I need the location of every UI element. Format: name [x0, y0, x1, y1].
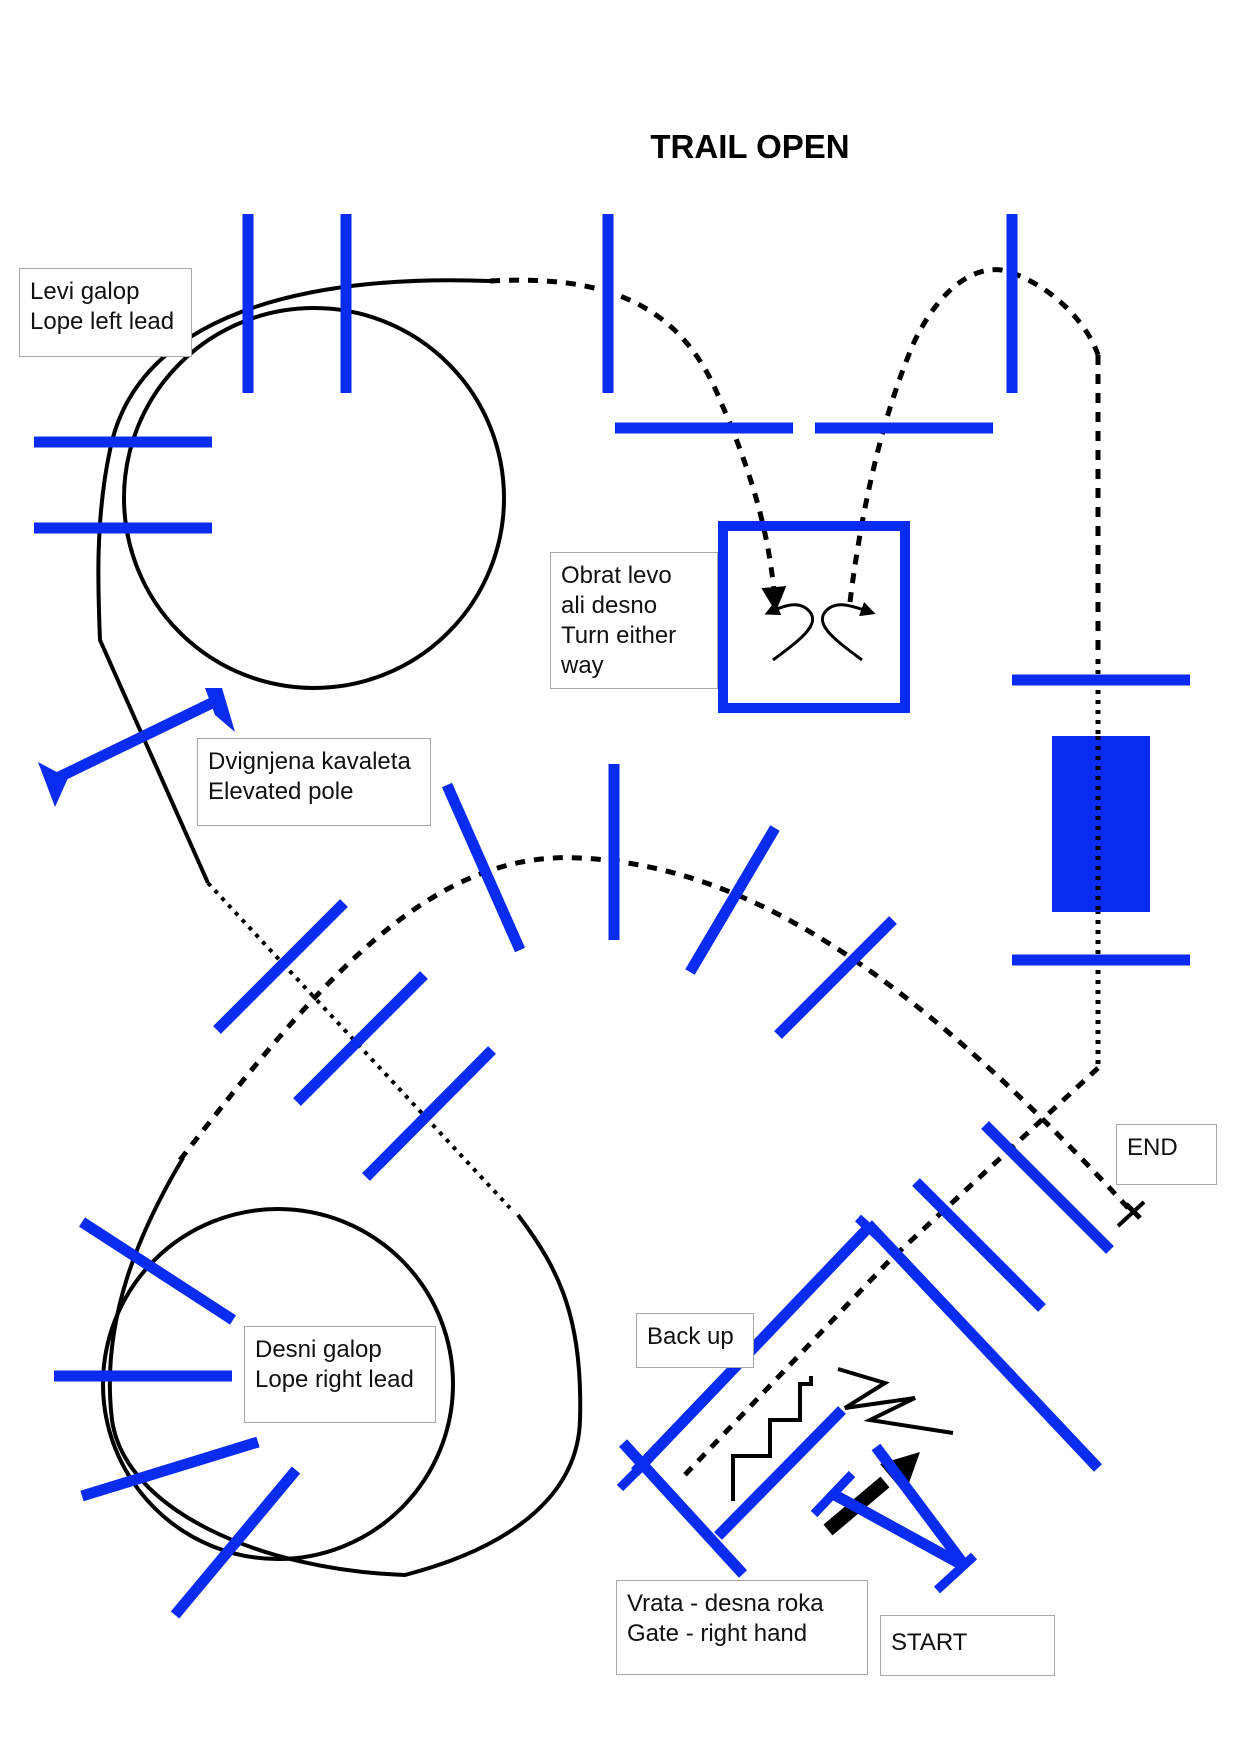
pole-diag-1	[213, 899, 348, 1034]
lope-right-outer-path	[107, 1156, 583, 1578]
bridge-obstacle	[1052, 736, 1150, 912]
turn-arrow-right	[821, 601, 876, 662]
jog-arc-path	[178, 855, 1132, 1212]
turn-arrow-left	[764, 601, 814, 662]
diagram-title: TRAIL OPEN	[650, 128, 850, 165]
start-v-left	[830, 1489, 969, 1572]
pole-arc-3	[685, 825, 780, 975]
obstacles	[34, 214, 1190, 1619]
elevated-pole-stand-right	[205, 688, 235, 732]
elevated-pole	[50, 695, 221, 785]
label-back-up-text: Back up	[647, 1323, 734, 1350]
pole-diag-3	[362, 1046, 496, 1181]
label-lope-right: Desni galop Lope right lead	[244, 1326, 436, 1423]
label-turn-line1: Obrat levo	[561, 562, 672, 589]
label-elevated-pole-line1: Dvignjena kavaleta	[208, 748, 411, 775]
turn-box-path-left	[489, 277, 787, 612]
label-start-text: START	[891, 1629, 968, 1656]
gate-pole	[714, 1406, 846, 1540]
start-v-right	[871, 1443, 967, 1566]
pole-arc-4	[774, 916, 897, 1039]
backup-zigzag-2	[837, 1367, 954, 1435]
riding-path	[96, 267, 1146, 1578]
label-lope-right-line1: Desni galop	[255, 1336, 382, 1363]
pole-fan-3	[80, 1436, 260, 1502]
label-lope-left-line1: Levi galop	[30, 278, 140, 305]
label-turn-line2: ali desno	[561, 592, 658, 619]
label-start: START	[880, 1615, 1055, 1676]
label-turn-line4: way	[561, 652, 604, 679]
pole-end-2	[912, 1178, 1046, 1312]
pole-end-1	[981, 1121, 1114, 1254]
label-turn-line3: Turn either	[561, 622, 677, 649]
label-elevated-pole: Dvignjena kavaleta Elevated pole	[197, 738, 431, 826]
label-back-up: Back up	[636, 1313, 754, 1368]
gate-exit-path	[678, 1066, 1100, 1482]
lope-right-circle	[101, 1207, 455, 1561]
label-lope-left: Levi galop Lope left lead	[19, 268, 192, 357]
pole-diag-2	[293, 971, 428, 1106]
lope-left-approach-path	[96, 278, 491, 884]
label-gate-line1: Vrata - desna roka	[627, 1590, 824, 1617]
lope-left-circle	[122, 306, 506, 690]
turn-box	[718, 521, 910, 713]
label-end: END	[1116, 1124, 1217, 1185]
label-turn: Obrat levo ali desno Turn either way	[550, 552, 718, 689]
label-gate-line2: Gate - right hand	[627, 1620, 808, 1647]
pole-fan-1	[79, 1217, 236, 1325]
label-end-text: END	[1127, 1134, 1178, 1161]
backup-rail-right	[863, 1220, 1103, 1472]
label-elevated-pole-line2: Elevated pole	[208, 778, 354, 805]
pole-arc-1	[441, 782, 526, 953]
label-lope-left-line2: Lope left lead	[30, 308, 175, 335]
label-lope-right-line2: Lope right lead	[255, 1366, 414, 1393]
pole-fan-4	[170, 1466, 301, 1619]
backup-zigzag-1	[731, 1376, 813, 1501]
label-gate: Vrata - desna roka Gate - right hand	[616, 1580, 868, 1675]
elevated-pole-stand-left	[38, 762, 68, 807]
turn-box-path-right	[847, 267, 1101, 603]
